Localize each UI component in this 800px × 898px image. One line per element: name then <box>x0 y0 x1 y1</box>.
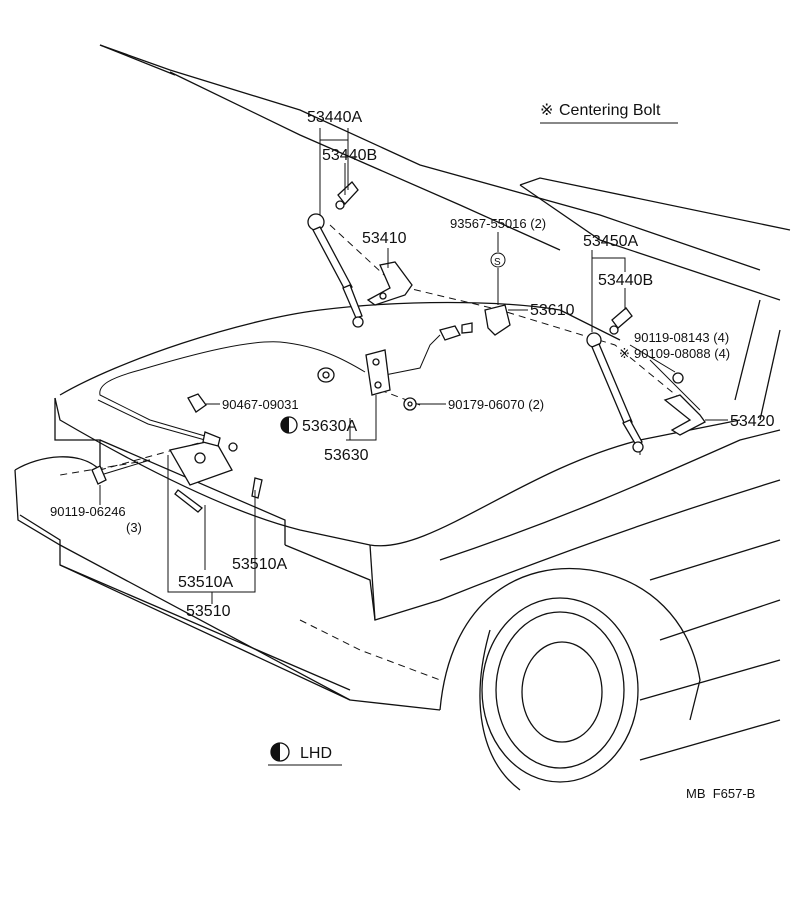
label-93567-55016: 93567-55016 (2) <box>450 216 546 231</box>
grommet-53630A <box>317 367 335 383</box>
hood-support-right <box>586 332 644 453</box>
label-90109-08088: 90109-08088 (4) <box>634 346 730 361</box>
lhd-legend-icon <box>270 742 290 762</box>
label-53410: 53410 <box>362 230 407 247</box>
centering-bolt-symbol: ※ <box>540 102 553 119</box>
car-body-outline <box>14 44 791 791</box>
label-53510: 53510 <box>186 603 231 620</box>
label-90179-06070: 90179-06070 (2) <box>448 397 544 412</box>
s-mark-icon <box>490 252 506 268</box>
label-53420: 53420 <box>730 413 775 430</box>
release-cable <box>97 322 473 441</box>
label-90119-06246: 90119-06246 <box>50 504 126 519</box>
lhd-marker-icon <box>280 416 298 434</box>
label-53440b-left: 53440B <box>322 147 377 164</box>
figure-code: MB F657-B <box>686 786 755 801</box>
centering-bolt-note: ※ Centering Bolt <box>540 102 678 124</box>
nut-90179 <box>403 397 417 411</box>
lhd-legend-label: LHD <box>300 745 332 762</box>
centering-bolt-mark: ※ <box>619 346 630 361</box>
label-53610: 53610 <box>530 302 575 319</box>
centering-bolt-title: Centering Bolt <box>559 102 661 119</box>
bolt-90119-06246 <box>91 459 151 485</box>
label-53630: 53630 <box>324 447 369 464</box>
hood-hinge-right <box>663 372 706 436</box>
label-90119-08143: 90119-08143 (4) <box>634 330 729 345</box>
s-mark-text: S <box>494 257 501 268</box>
release-lever-53630 <box>365 349 391 396</box>
ball-stud-left <box>335 181 359 210</box>
ball-stud-right <box>609 307 633 335</box>
bracket-53610 <box>484 304 511 336</box>
hood-hinge-left <box>366 261 413 306</box>
part-labels: 53440A 53440B 53410 93567-55016 (2) S 53… <box>50 109 775 620</box>
label-53440b-right: 53440B <box>598 272 653 289</box>
label-90467-09031: 90467-09031 <box>222 397 299 412</box>
hood-lock-53510 <box>168 431 263 513</box>
label-53630a: 53630A <box>302 418 357 435</box>
hood-support-left <box>307 213 364 328</box>
clip-90467 <box>187 393 207 413</box>
label-53450a: 53450A <box>583 233 638 250</box>
label-53510a-right: 53510A <box>232 556 287 573</box>
label-90119-06246-qty: (3) <box>126 520 142 535</box>
label-53440a: 53440A <box>307 109 362 126</box>
leader-lines <box>99 128 728 604</box>
label-53510a-left: 53510A <box>178 574 233 591</box>
lhd-legend: LHD <box>268 742 342 766</box>
